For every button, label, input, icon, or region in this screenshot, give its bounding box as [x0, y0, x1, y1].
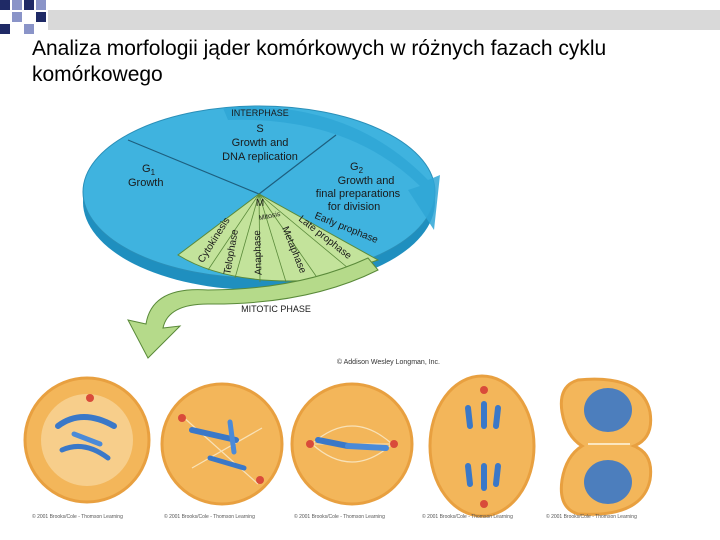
photo-credit: © 2001 Brooks/Cole - Thomson Learning [546, 513, 637, 520]
g1-label: G1 [142, 163, 156, 177]
slide-title: Analiza morfologii jąder komórkowych w r… [32, 37, 607, 86]
photo-credit: © 2001 Brooks/Cole - Thomson Learning [164, 513, 255, 520]
title-decoration [0, 0, 720, 34]
cell-metaphase [290, 382, 414, 506]
deco-bar [48, 10, 720, 30]
mitosis-cell-photos: © 2001 Brooks/Cole - Thomson Learning © … [22, 368, 698, 526]
s-phase-label: S [256, 123, 263, 135]
s-phase-desc: Growth and [232, 137, 289, 149]
interphase-label: INTERPHASE [231, 108, 289, 118]
cell-anaphase [428, 374, 536, 518]
deco-square [36, 0, 46, 10]
g2-desc: for division [328, 201, 381, 213]
cell-cycle-diagram: INTERPHASE S Growth and DNA replication … [48, 90, 474, 370]
deco-square [0, 24, 10, 34]
deco-square [12, 0, 22, 10]
photo-credit: © 2001 Brooks/Cole - Thomson Learning [32, 513, 123, 520]
mitosis-label: Mitosis [258, 211, 281, 222]
cell-prometaphase [160, 382, 284, 506]
anaphase-label: Anaphase [252, 229, 265, 275]
diagram-copyright: © Addison Wesley Longman, Inc. [337, 358, 440, 366]
cell-prophase [23, 376, 151, 504]
mitotic-arrow [127, 257, 379, 359]
g2-desc: final preparations [316, 188, 401, 200]
g1-desc: Growth [128, 177, 163, 189]
cell-telophase [559, 377, 653, 516]
m-label: M [256, 198, 264, 209]
deco-square [24, 24, 34, 34]
photo-credit: © 2001 Brooks/Cole - Thomson Learning [422, 513, 513, 520]
s-phase-desc: DNA replication [222, 151, 298, 163]
mitotic-phase-label: MITOTIC PHASE [241, 304, 311, 314]
deco-square [12, 12, 22, 22]
interphase-arrow [223, 106, 440, 230]
deco-square [0, 0, 10, 10]
photo-credit: © 2001 Brooks/Cole - Thomson Learning [294, 513, 385, 520]
g2-label: G2 [350, 161, 364, 175]
deco-square [36, 12, 46, 22]
deco-square [24, 0, 34, 10]
g2-desc: Growth and [338, 175, 395, 187]
